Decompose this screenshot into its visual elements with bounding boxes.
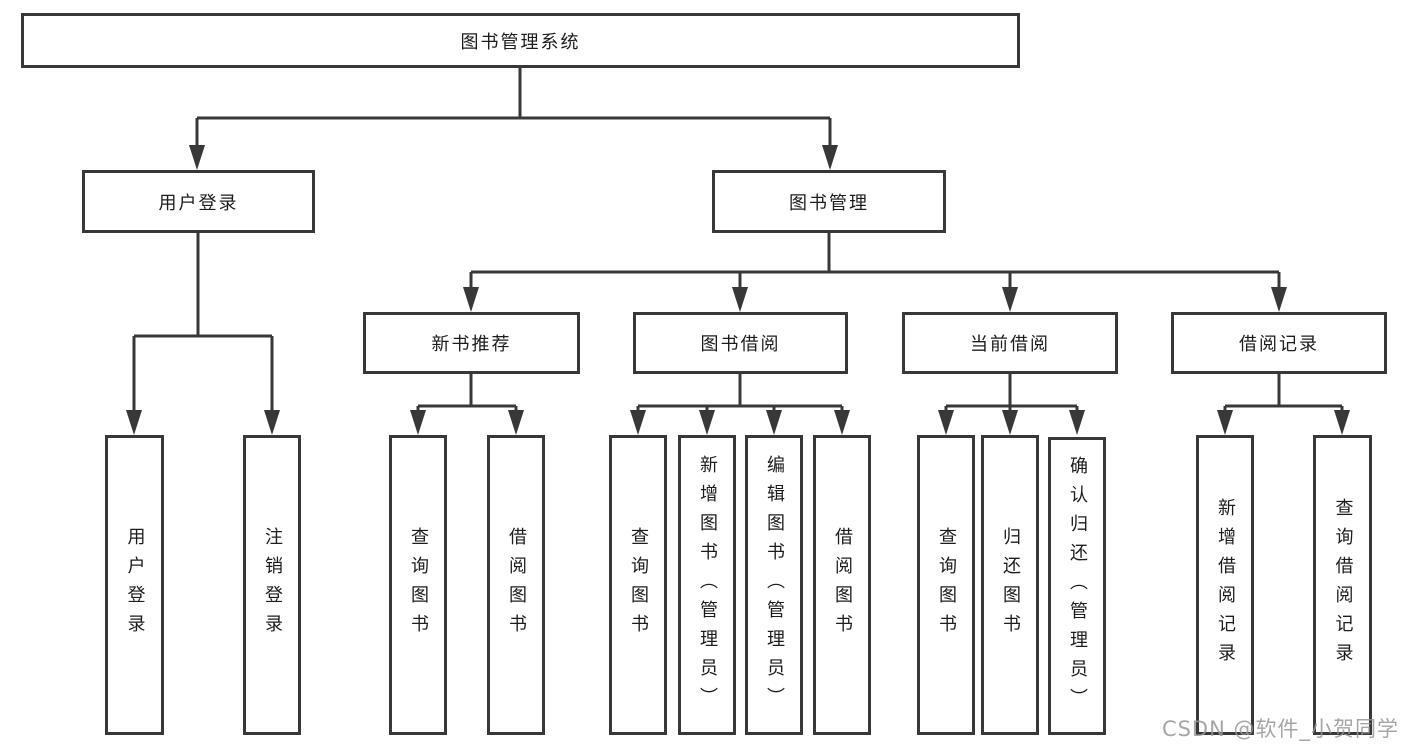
leaf-borrow-search: 查询图书 [609,435,667,735]
arrowheads [126,145,1350,435]
arrow-icon [410,410,426,435]
arrow-icon [938,410,954,435]
node-root: 图书管理系统 [21,13,1020,68]
leaf-current-search: 查询图书 [917,435,975,735]
arrow-icon [1334,410,1350,435]
arrow-icon [822,145,838,170]
arrow-icon [732,287,748,312]
leaf-newbook-search: 查询图书 [389,435,447,735]
leaf-borrow-edit-admin: 编辑图书（管理员） [745,435,803,735]
node-user-login: 用户登录 [82,170,315,233]
arrow-icon [1271,287,1287,312]
arrow-icon [1002,410,1018,435]
node-borrowing-records: 借阅记录 [1171,312,1387,374]
arrow-icon [699,410,715,435]
leaf-borrow-book: 借阅图书 [813,435,871,735]
arrow-icon [1217,410,1233,435]
leaf-current-confirm-admin: 确认归还（管理员） [1048,437,1106,735]
arrow-icon [834,410,850,435]
leaf-record-search: 查询借阅记录 [1313,435,1372,735]
arrow-icon [630,410,646,435]
arrow-icon [264,410,280,435]
leaf-logout: 注销登录 [243,435,301,735]
node-book-management: 图书管理 [712,170,946,233]
node-new-book-recommend: 新书推荐 [363,312,580,374]
leaf-record-add: 新增借阅记录 [1196,435,1254,735]
arrow-icon [1069,410,1085,435]
leaf-user-login: 用户登录 [105,435,164,735]
arrow-icon [1002,287,1018,312]
node-current-borrowing: 当前借阅 [902,312,1118,374]
arrow-icon [126,410,142,435]
leaf-borrow-add-admin: 新增图书（管理员） [678,435,736,735]
arrow-icon [766,410,782,435]
arrow-icon [189,145,205,170]
node-book-borrowing: 图书借阅 [633,312,848,374]
arrow-icon [508,410,524,435]
leaf-current-return: 归还图书 [981,435,1039,735]
leaf-newbook-borrow: 借阅图书 [487,435,545,735]
arrow-icon [463,287,479,312]
